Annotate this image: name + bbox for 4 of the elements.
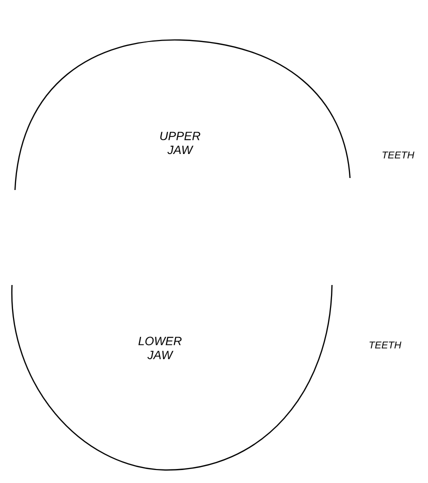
jaw-outline: LOWER JAW <box>11 284 333 471</box>
teeth-label: TEETH <box>370 342 402 348</box>
jaw-outline: UPPER JAW <box>14 39 351 190</box>
teeth-label: TEETH <box>382 152 414 158</box>
